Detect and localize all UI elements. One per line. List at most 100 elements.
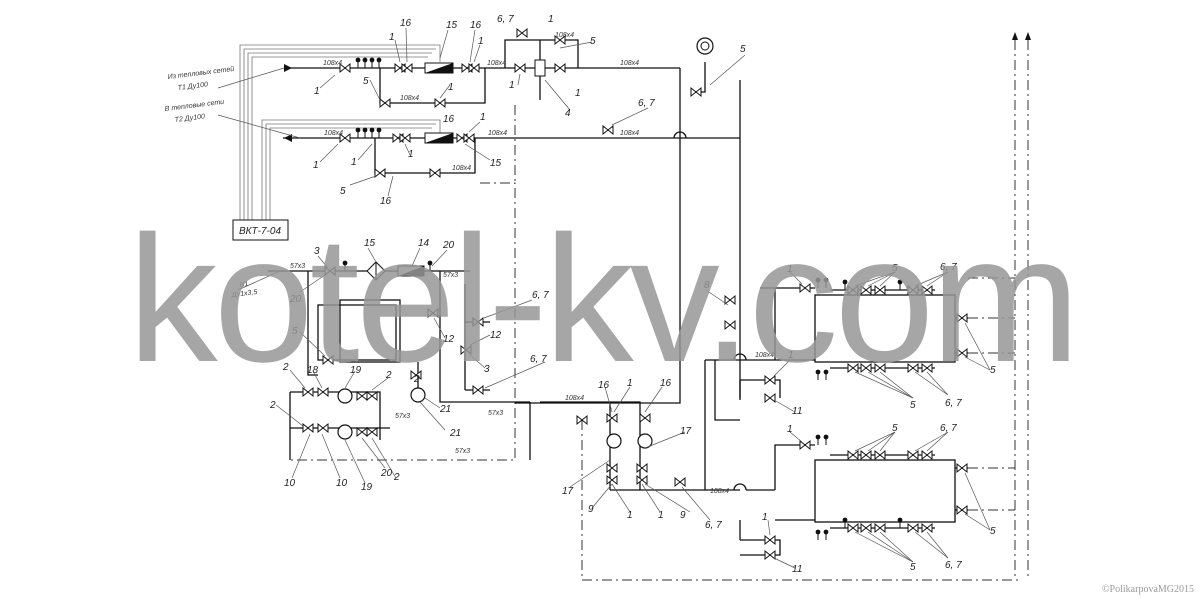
callout-number: 11 [792,406,802,417]
svg-text:108х4: 108х4 [487,60,506,67]
callout-number: 5 [990,365,996,376]
callout-number: 1 [787,424,793,435]
callout-number: 1 [575,88,581,99]
callout-number: 17 [562,486,574,497]
svg-text:57х3: 57х3 [488,410,503,417]
callout-number: 5 [910,562,916,573]
callout-number: 3 [484,364,490,375]
callout-number: 20 [289,294,302,305]
boundary-lines [290,32,1031,581]
callout-number: 1 [658,510,664,521]
callout-number: 17 [680,426,692,437]
callout-number: 1 [627,510,633,521]
svg-text:57х3: 57х3 [290,263,305,270]
callout-number: 21 [449,428,461,439]
callout-number: 10 [336,478,348,489]
callout-number: 16 [660,378,672,389]
leader-lines [217,27,991,569]
from-network-label: Из тепловых сетей [167,65,234,81]
callout-number: 19 [350,365,362,376]
callout-number: 6, 7 [940,423,957,434]
callout-number: 1 [478,36,484,47]
callout-number: 15 [446,20,458,31]
to-network-label: В тепловые сети [164,99,224,113]
callout-number: 9 [588,504,594,515]
callout-number: 6, 7 [945,398,962,409]
callout-number: 5 [363,76,369,87]
copyright-text: ©PolikarpovaMG2015 [1101,584,1194,595]
callout-number: 15 [490,158,502,169]
callout-number: 6, 7 [705,520,722,531]
svg-text:108х4: 108х4 [400,95,419,102]
to-network-dim: Т2 Ду100 [174,113,205,124]
callout-number: 6, 7 [940,262,957,273]
callout-number: 5 [892,423,898,434]
callout-number: 19 [361,482,373,493]
svg-text:108х4: 108х4 [452,165,471,172]
svg-text:108х4: 108х4 [555,32,574,39]
callout-number: 1 [480,112,486,123]
callout-number: 10 [284,478,296,489]
callout-number: 5 [590,36,596,47]
callout-number: 5 [892,263,898,274]
svg-text:108х4: 108х4 [755,352,774,359]
callout-number: 15 [364,238,376,249]
watermark-text: kotel-kv.com [127,199,1081,400]
callout-number: 1 [314,86,320,97]
callout-number: 11 [792,564,802,575]
callout-number: 1 [787,264,793,275]
callout-number: 21 [439,404,451,415]
callout-number: 6, 7 [530,354,547,365]
callout-number: 16 [470,20,482,31]
cold-water-dim: Ду1х3,5 [230,289,257,299]
callout-number: 5 [990,526,996,537]
callout-number: 1 [509,80,515,91]
svg-text:108х4: 108х4 [620,130,639,137]
svg-text:108х4: 108х4 [620,60,639,67]
svg-text:108х4: 108х4 [488,130,507,137]
callout-number: 14 [418,238,430,249]
svg-text:57х3: 57х3 [455,448,470,455]
callout-number: 1 [548,14,554,25]
callout-number: 8 [704,280,710,291]
callout-number: 20 [380,468,393,479]
callout-number: 6, 7 [638,98,655,109]
svg-text:57х3: 57х3 [443,272,458,279]
callout-number: 3 [314,246,320,257]
callout-number: 2 [282,362,289,373]
callout-number: 2 [385,370,392,381]
callout-number: 1 [313,160,319,171]
components [337,59,653,449]
callout-number: 1 [389,32,395,43]
callout-number: 20 [442,240,455,251]
callout-number: 5 [910,400,916,411]
callout-number: 2 [269,400,276,411]
callout-number: 16 [380,196,392,207]
svg-text:108х4: 108х4 [324,130,343,137]
callout-number: 12 [443,334,455,345]
callout-number: 1 [408,149,414,160]
callout-number: 6, 7 [497,14,514,25]
callout-number: 5 [340,186,346,197]
callout-number: 6, 7 [945,560,962,571]
callout-number: 5 [740,44,746,55]
callout-number: 4 [565,108,571,119]
callout-number: 1 [351,157,357,168]
svg-text:57х3: 57х3 [395,413,410,420]
pipe-tags: 108х4 108х4 108х4 108х4 108х4 108х4 108х4 10… [290,32,774,495]
callout-number: 6, 7 [532,290,549,301]
callout-number: 1 [788,350,794,361]
device-box: ВКТ-7-04 [232,219,289,241]
device-box-label: ВКТ-7-04 [239,226,281,237]
callout-number: 18 [307,365,319,376]
cold-water-label: В1 [239,281,248,289]
callout-number: 16 [400,18,412,29]
callout-numbers: 1 1 16 15 16 1 6, 7 1 5 1 4 1 5 1 5 6, 7… [269,14,996,575]
callout-number: 2 [393,472,400,483]
callout-number: 12 [490,330,502,341]
callout-number: 1 [762,512,768,523]
callout-number: 1 [627,378,633,389]
callout-number: 16 [443,114,455,125]
from-network-dim: Т1 Ду100 [177,81,208,92]
